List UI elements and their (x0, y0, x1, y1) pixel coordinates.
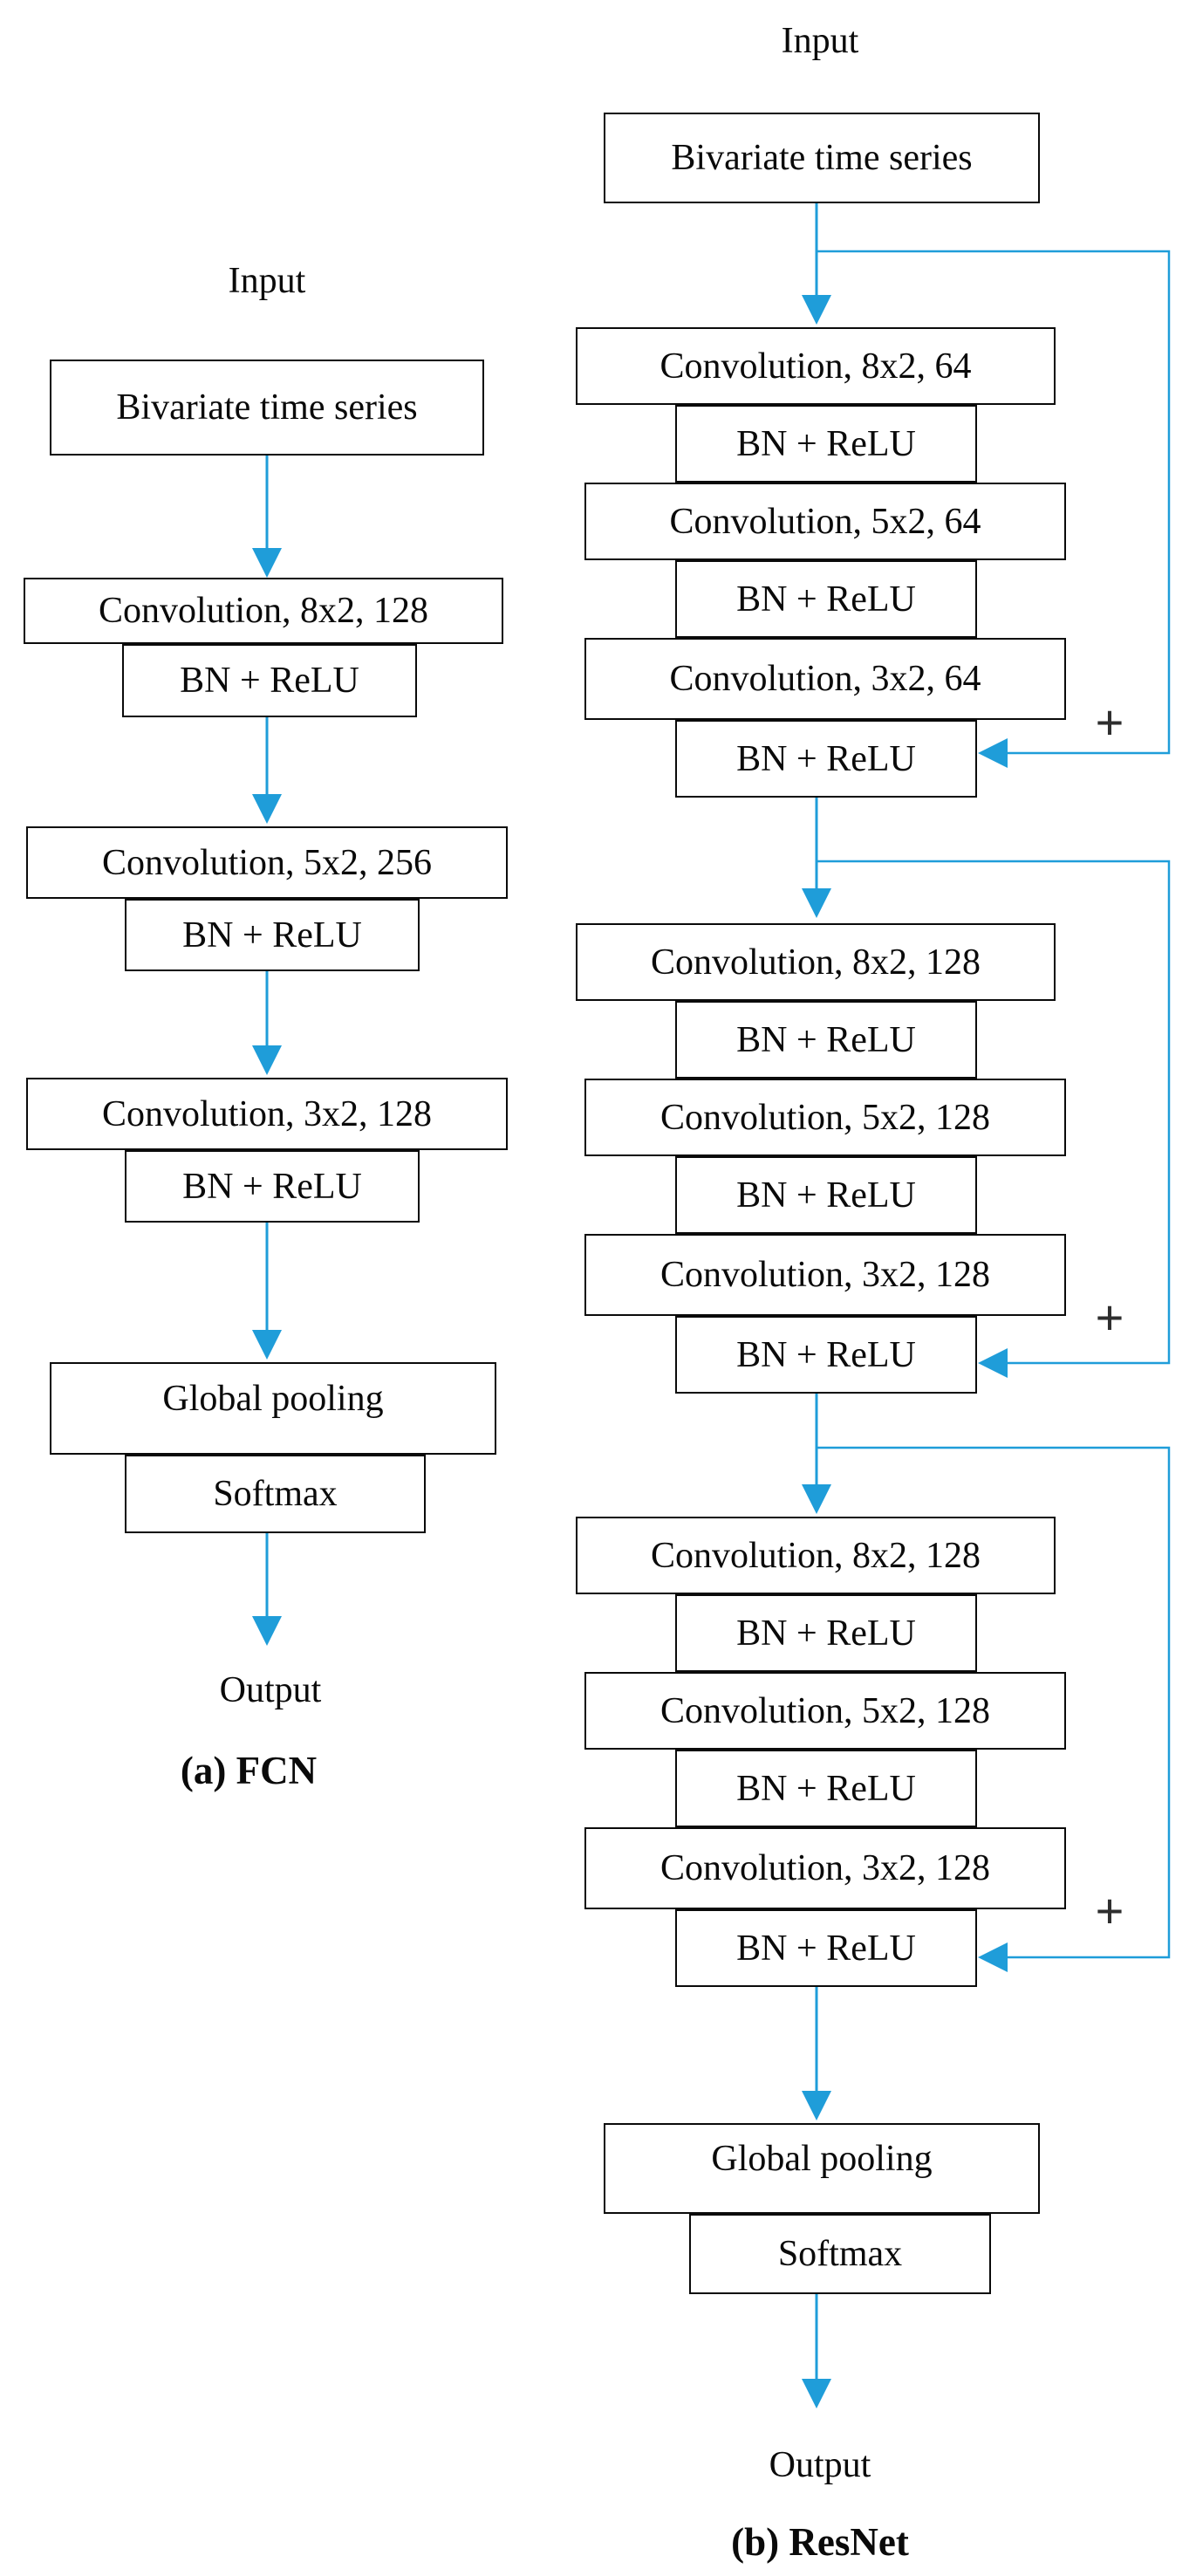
fcn-layer-bn-relu-3: BN + ReLU (125, 1150, 420, 1223)
flow-arrowhead-icon (802, 1484, 831, 1514)
fcn-layer-conv-3x2-128: Convolution, 3x2, 128 (26, 1078, 508, 1150)
resnet-caption: (b) ResNet (731, 2520, 909, 2564)
skip-arrowhead-icon (978, 1942, 1008, 1972)
fcn-layer-global-pooling: Global pooling (50, 1362, 496, 1455)
fcn-input-label: Input (228, 261, 306, 301)
resnet-output-label: Output (769, 2445, 871, 2485)
flow-arrowhead-icon (802, 888, 831, 918)
resnet-b2-bn-relu-2: BN + ReLU (675, 1156, 977, 1234)
resnet-b1-merge-plus: + (1095, 695, 1124, 750)
resnet-b3-conv-3x2-128: Convolution, 3x2, 128 (584, 1827, 1066, 1909)
fcn-layer-conv-8x2-128: Convolution, 8x2, 128 (24, 578, 503, 644)
flow-arrowhead-icon (252, 1330, 282, 1360)
skip-arrowhead-icon (978, 1348, 1008, 1378)
resnet-b2-conv-8x2-128: Convolution, 8x2, 128 (576, 923, 1056, 1001)
fcn-layer-bivariate-time-series: Bivariate time series (50, 360, 484, 456)
resnet-b3-bn-relu-3: BN + ReLU (675, 1909, 977, 1987)
resnet-layer-global-pooling: Global pooling (604, 2123, 1040, 2214)
resnet-b1-bn-relu-1: BN + ReLU (675, 405, 977, 483)
flow-arrowhead-icon (802, 295, 831, 325)
fcn-layer-conv-5x2-256: Convolution, 5x2, 256 (26, 826, 508, 899)
fcn-layer-bn-relu-2: BN + ReLU (125, 899, 420, 971)
resnet-layer-softmax: Softmax (689, 2214, 991, 2294)
resnet-b1-conv-8x2-64: Convolution, 8x2, 64 (576, 327, 1056, 405)
resnet-b3-bn-relu-2: BN + ReLU (675, 1750, 977, 1827)
fcn-output-label: Output (219, 1670, 322, 1710)
resnet-b2-conv-3x2-128: Convolution, 3x2, 128 (584, 1234, 1066, 1316)
fcn-layer-bn-relu-1: BN + ReLU (122, 644, 417, 717)
resnet-b1-conv-5x2-64: Convolution, 5x2, 64 (584, 483, 1066, 560)
flow-arrowhead-icon (802, 2091, 831, 2120)
resnet-b3-bn-relu-1: BN + ReLU (675, 1594, 977, 1672)
resnet-b3-merge-plus: + (1095, 1883, 1124, 1938)
resnet-b2-bn-relu-3: BN + ReLU (675, 1316, 977, 1394)
resnet-b3-conv-5x2-128: Convolution, 5x2, 128 (584, 1672, 1066, 1750)
fcn-layer-softmax: Softmax (125, 1455, 426, 1533)
flow-arrowhead-icon (252, 1616, 282, 1646)
skip-arrowhead-icon (978, 738, 1008, 768)
resnet-layer-bivariate-time-series: Bivariate time series (604, 113, 1040, 203)
resnet-b2-merge-plus: + (1095, 1290, 1124, 1345)
resnet-b1-bn-relu-3: BN + ReLU (675, 720, 977, 798)
fcn-caption: (a) FCN (180, 1749, 318, 1792)
flow-arrowhead-icon (252, 1045, 282, 1075)
resnet-b1-bn-relu-2: BN + ReLU (675, 560, 977, 638)
resnet-input-label: Input (781, 21, 859, 61)
flow-arrowhead-icon (252, 794, 282, 824)
flow-arrowhead-icon (802, 2379, 831, 2408)
flow-arrowhead-icon (252, 548, 282, 578)
resnet-b3-conv-8x2-128: Convolution, 8x2, 128 (576, 1517, 1056, 1594)
resnet-b2-conv-5x2-128: Convolution, 5x2, 128 (584, 1079, 1066, 1156)
resnet-b1-conv-3x2-64: Convolution, 3x2, 64 (584, 638, 1066, 720)
resnet-b2-bn-relu-1: BN + ReLU (675, 1001, 977, 1079)
